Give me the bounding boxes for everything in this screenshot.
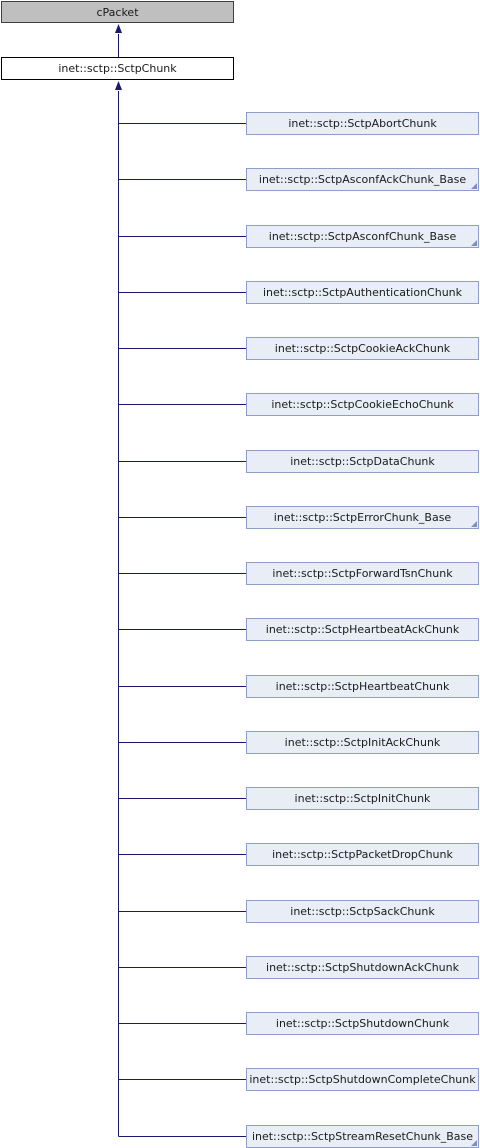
derived-class-label: inet::sctp::SctpInitChunk bbox=[294, 792, 431, 805]
collapsed-subclasses-marker bbox=[471, 521, 477, 527]
derived-class-node[interactable]: inet::sctp::SctpHeartbeatAckChunk bbox=[246, 618, 479, 641]
derived-class-node[interactable]: inet::sctp::SctpAsconfAckChunk_Base bbox=[246, 168, 479, 191]
base-class-label: cPacket bbox=[96, 5, 139, 19]
derived-class-node[interactable]: inet::sctp::SctpShutdownChunk bbox=[246, 1012, 479, 1035]
derived-class-label: inet::sctp::SctpAsconfAckChunk_Base bbox=[258, 173, 467, 186]
base-class-node[interactable]: cPacket bbox=[1, 1, 234, 23]
derived-class-label: inet::sctp::SctpAbortChunk bbox=[288, 117, 437, 130]
derived-class-node[interactable]: inet::sctp::SctpForwardTsnChunk bbox=[246, 562, 479, 585]
derived-class-label: inet::sctp::SctpHeartbeatChunk bbox=[275, 680, 450, 693]
collapsed-subclasses-marker bbox=[471, 1140, 477, 1146]
derived-class-label: inet::sctp::SctpShutdownCompleteChunk bbox=[249, 1073, 476, 1086]
derived-class-label: inet::sctp::SctpAuthenticationChunk bbox=[262, 286, 463, 299]
derived-class-node[interactable]: inet::sctp::SctpAbortChunk bbox=[246, 112, 479, 135]
derived-class-label: inet::sctp::SctpShutdownAckChunk bbox=[266, 961, 459, 974]
derived-class-node[interactable]: inet::sctp::SctpInitAckChunk bbox=[246, 731, 479, 754]
derived-class-node[interactable]: inet::sctp::SctpCookieEchoChunk bbox=[246, 393, 479, 416]
derived-class-node[interactable]: inet::sctp::SctpPacketDropChunk bbox=[246, 843, 479, 866]
current-class-label: inet::sctp::SctpChunk bbox=[58, 62, 177, 75]
derived-class-label: inet::sctp::SctpShutdownChunk bbox=[275, 1017, 450, 1030]
collapsed-subclasses-marker bbox=[471, 240, 477, 246]
current-class-node: inet::sctp::SctpChunk bbox=[1, 57, 234, 80]
derived-class-node[interactable]: inet::sctp::SctpStreamResetChunk_Base bbox=[246, 1125, 479, 1148]
derived-class-node[interactable]: inet::sctp::SctpAsconfChunk_Base bbox=[246, 225, 479, 248]
derived-class-label: inet::sctp::SctpSackChunk bbox=[290, 905, 435, 918]
derived-class-node[interactable]: inet::sctp::SctpShutdownCompleteChunk bbox=[246, 1068, 479, 1091]
derived-class-label: inet::sctp::SctpErrorChunk_Base bbox=[273, 511, 452, 524]
derived-class-node[interactable]: inet::sctp::SctpErrorChunk_Base bbox=[246, 506, 479, 529]
derived-class-node[interactable]: inet::sctp::SctpSackChunk bbox=[246, 900, 479, 923]
inheritance-arrowhead bbox=[115, 81, 122, 90]
derived-class-node[interactable]: inet::sctp::SctpHeartbeatChunk bbox=[246, 675, 479, 698]
derived-class-label: inet::sctp::SctpForwardTsnChunk bbox=[272, 567, 453, 580]
derived-class-node[interactable]: inet::sctp::SctpInitChunk bbox=[246, 787, 479, 810]
collapsed-subclasses-marker bbox=[471, 183, 477, 189]
derived-class-node[interactable]: inet::sctp::SctpShutdownAckChunk bbox=[246, 956, 479, 979]
derived-class-node[interactable]: inet::sctp::SctpDataChunk bbox=[246, 450, 479, 473]
derived-class-label: inet::sctp::SctpHeartbeatAckChunk bbox=[265, 623, 460, 636]
derived-class-label: inet::sctp::SctpStreamResetChunk_Base bbox=[251, 1130, 474, 1143]
derived-class-label: inet::sctp::SctpDataChunk bbox=[290, 455, 435, 468]
derived-class-label: inet::sctp::SctpCookieAckChunk bbox=[274, 342, 451, 355]
derived-class-label: inet::sctp::SctpCookieEchoChunk bbox=[271, 398, 454, 411]
derived-class-node[interactable]: inet::sctp::SctpCookieAckChunk bbox=[246, 337, 479, 360]
inheritance-arrowhead bbox=[115, 24, 122, 33]
derived-class-node[interactable]: inet::sctp::SctpAuthenticationChunk bbox=[246, 281, 479, 304]
derived-class-label: inet::sctp::SctpAsconfChunk_Base bbox=[268, 230, 457, 243]
derived-class-label: inet::sctp::SctpPacketDropChunk bbox=[272, 848, 453, 861]
derived-class-label: inet::sctp::SctpInitAckChunk bbox=[284, 736, 441, 749]
